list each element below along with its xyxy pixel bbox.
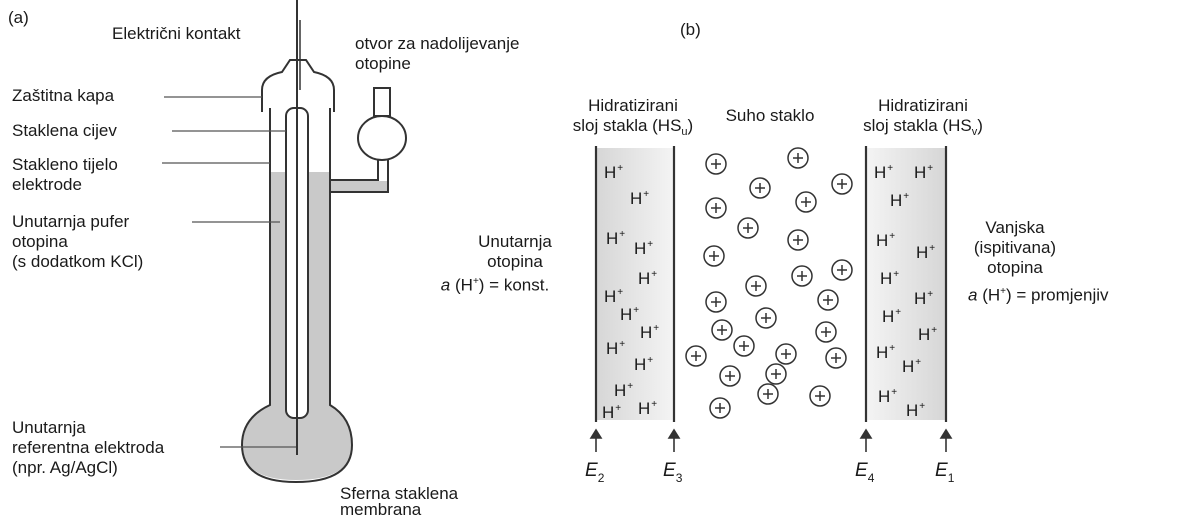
fill-bulb xyxy=(357,115,407,161)
potential-e4: E4 xyxy=(855,460,875,485)
cation xyxy=(765,363,787,385)
right-layer-label-1: Hidratizirani xyxy=(878,96,968,115)
cation xyxy=(705,153,727,175)
cation xyxy=(703,245,725,267)
ref-label-1: Unutarnja xyxy=(12,418,86,437)
cation xyxy=(831,259,853,281)
hydrogen-ion: H+ xyxy=(876,231,896,250)
buffer-label-3: (s dodatkom KCl) xyxy=(12,252,144,271)
cation xyxy=(685,345,707,367)
cation xyxy=(817,289,839,311)
panel-b-tag: (b) xyxy=(680,20,701,39)
fill-hole-label-1: otvor za nadolijevanje xyxy=(355,34,520,53)
fill-hole-label-2: otopine xyxy=(355,54,411,73)
tube-label: Staklena cijev xyxy=(12,121,117,140)
inner-solution-label-2: otopina xyxy=(487,252,543,271)
hydrogen-ion: H+ xyxy=(640,323,660,342)
membrane-label-1: Sferna staklena xyxy=(340,484,459,503)
hydrogen-ion: H+ xyxy=(604,163,624,182)
cap-label: Zaštitna kapa xyxy=(12,86,115,105)
inner-solution-label-1: Unutarnja xyxy=(478,232,552,251)
cation xyxy=(737,217,759,239)
potential-arrows xyxy=(589,428,953,452)
left-layer-label-2: sloj stakla (HSu) xyxy=(572,116,694,138)
buffer-label-2: otopina xyxy=(12,232,68,251)
dry-glass-cations xyxy=(685,147,853,419)
hydrogen-ion: H+ xyxy=(638,269,658,288)
hydrogen-ion: H+ xyxy=(890,191,910,210)
electrical-contact-label: Električni kontakt xyxy=(112,24,241,43)
hydrogen-ion: H+ xyxy=(638,399,658,418)
cation xyxy=(719,365,741,387)
hydrogen-ion: H+ xyxy=(604,287,624,306)
cation xyxy=(705,291,727,313)
left-layer-label-1: Hidratizirani xyxy=(588,96,678,115)
body-label-1: Stakleno tijelo xyxy=(12,155,118,174)
hydrogen-ion: H+ xyxy=(880,269,900,288)
hydrogen-ion: H+ xyxy=(602,403,622,422)
cation xyxy=(711,319,733,341)
buffer-label-1: Unutarnja pufer xyxy=(12,212,130,231)
cation xyxy=(787,147,809,169)
hydrogen-ion: H+ xyxy=(606,339,626,358)
cation xyxy=(745,275,767,297)
cation xyxy=(825,347,847,369)
outer-activity-label: a (H+) = promjenjiv xyxy=(968,285,1109,305)
cation xyxy=(755,307,777,329)
electrode-body xyxy=(240,108,354,484)
outer-solution-label-1: Vanjska xyxy=(985,218,1045,237)
hydrogen-ion: H+ xyxy=(874,163,894,182)
dry-glass-label: Suho staklo xyxy=(725,106,815,125)
cation xyxy=(809,385,831,407)
cation xyxy=(733,335,755,357)
inner-activity-label: a (H+) = konst. xyxy=(440,275,550,295)
hydrogen-ion: H+ xyxy=(916,243,936,262)
panel-a-tag: (a) xyxy=(8,8,29,27)
cation xyxy=(775,343,797,365)
cation xyxy=(709,397,731,419)
hydrogen-ion: H+ xyxy=(902,357,922,376)
hydrogen-ion: H+ xyxy=(620,305,640,324)
hydrogen-ion: H+ xyxy=(634,355,654,374)
cation xyxy=(705,197,727,219)
side-arm xyxy=(330,160,379,181)
left-hydrated-layer xyxy=(596,148,674,420)
cation xyxy=(831,173,853,195)
body-label-2: elektrode xyxy=(12,175,82,194)
hydrogen-ion: H+ xyxy=(918,325,938,344)
potential-e1: E1 xyxy=(935,460,955,485)
outer-solution-label-2: (ispitivana) xyxy=(973,238,1057,257)
potential-e2: E2 xyxy=(585,460,605,485)
right-layer-label-2: sloj stakla (HSv) xyxy=(863,116,983,138)
ref-label-3: (npr. Ag/AgCl) xyxy=(12,458,118,477)
right-hydrated-layer xyxy=(866,148,946,420)
hydrogen-ion: H+ xyxy=(614,381,634,400)
hydrogen-ion: H+ xyxy=(876,343,896,362)
cation xyxy=(757,383,779,405)
cation xyxy=(815,321,837,343)
side-arm-lower xyxy=(330,160,389,193)
hydrogen-ion: H+ xyxy=(914,289,934,308)
fill-hole-neck xyxy=(373,87,391,117)
hydrogen-ion: H+ xyxy=(914,163,934,182)
ref-label-2: referentna elektroda xyxy=(12,438,165,457)
potential-e3: E3 xyxy=(663,460,683,485)
side-arm-fill xyxy=(331,181,387,191)
hydrogen-ion: H+ xyxy=(882,307,902,326)
hydrogen-ion: H+ xyxy=(606,229,626,248)
cation xyxy=(795,191,817,213)
cation xyxy=(791,265,813,287)
hydrogen-ion: H+ xyxy=(630,189,650,208)
hydrogen-ion: H+ xyxy=(906,401,926,420)
hydrogen-ion: H+ xyxy=(634,239,654,258)
membrane-label-2: membrana xyxy=(340,500,422,519)
cation xyxy=(749,177,771,199)
outer-solution-label-3: otopina xyxy=(987,258,1043,277)
hydrogen-ion: H+ xyxy=(878,387,898,406)
cation xyxy=(787,229,809,251)
